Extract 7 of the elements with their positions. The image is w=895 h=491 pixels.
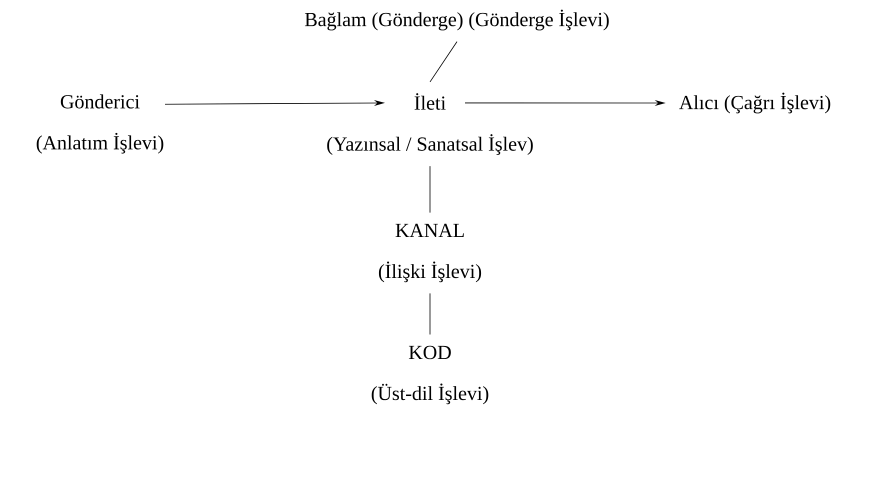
text-label: Alıcı (Çağrı İşlevi) <box>679 92 830 114</box>
text-label: İleti (Yazınsal / Sanatsal İşlev) <box>327 93 533 155</box>
text-label: KOD (Üst-dil İşlevi) <box>372 346 488 404</box>
connector-line <box>430 41 458 82</box>
text-label: Bağlam (Gönderge) (Gönderge İşlevi) <box>304 10 609 30</box>
text-label: KANAL (İlişki İşlevi) <box>378 224 482 282</box>
text-label: Gönderici (Anlatım İşlevi) <box>36 94 164 154</box>
